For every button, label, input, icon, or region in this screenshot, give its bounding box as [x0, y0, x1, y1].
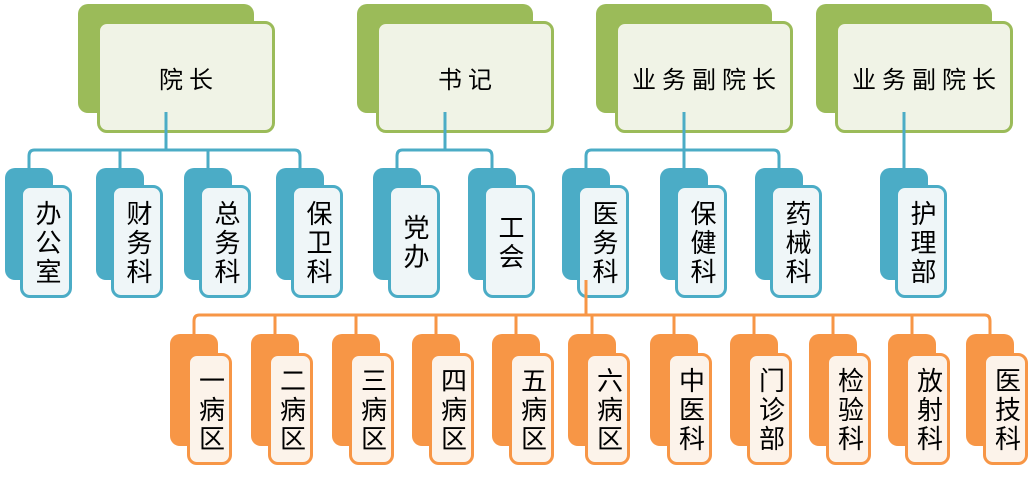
node-label: 五病区 [517, 367, 547, 454]
node-card: 院长 [97, 21, 275, 133]
node-label: 六病区 [593, 367, 623, 454]
node-card: 五病区 [509, 353, 554, 465]
node-label: 财务科 [123, 199, 152, 287]
node-label: 党办 [400, 214, 429, 272]
node-label: 保健科 [687, 199, 716, 287]
node-card: 总务科 [199, 185, 251, 298]
node-card: 业务副院长 [835, 21, 1013, 133]
node-card: 业务副院长 [615, 21, 793, 133]
node-card: 工会 [483, 185, 535, 298]
connector-wards-stubs [273, 315, 914, 335]
node-card: 一病区 [187, 353, 232, 465]
node-label: 放射科 [913, 367, 943, 454]
node-card: 保卫科 [291, 185, 343, 298]
node-card: 护理部 [895, 185, 947, 298]
node-label: 一病区 [195, 367, 225, 454]
node-label: 医技科 [991, 367, 1021, 454]
node-card: 检验科 [826, 353, 871, 465]
node-label: 办公室 [32, 199, 61, 287]
connector-secretary-bus [395, 148, 494, 169]
node-label: 四病区 [437, 367, 467, 454]
node-card: 三病区 [349, 353, 394, 465]
node-card: 办公室 [20, 185, 72, 298]
node-label: 总务科 [211, 199, 240, 287]
node-label: 院长 [159, 67, 219, 94]
connector-wards-bus [192, 313, 992, 335]
node-card: 门诊部 [747, 353, 792, 465]
node-label: 书记 [438, 67, 498, 94]
node-label: 医务科 [589, 199, 618, 287]
node-label: 业务副院长 [852, 67, 1002, 94]
node-label: 药械科 [782, 199, 811, 287]
node-label: 三病区 [357, 367, 387, 454]
node-card: 二病区 [268, 353, 313, 465]
node-card: 保健科 [675, 185, 727, 298]
node-label: 护理部 [907, 199, 936, 287]
node-card: 党办 [388, 185, 440, 298]
node-label: 业务副院长 [632, 67, 782, 94]
node-card: 六病区 [585, 353, 630, 465]
connector-vice-president-1-bus [584, 148, 781, 169]
connector-director-bus [27, 148, 302, 169]
node-card: 书记 [376, 21, 554, 133]
node-label: 工会 [495, 214, 524, 272]
node-label: 检验科 [834, 367, 864, 454]
node-card: 药械科 [770, 185, 822, 298]
node-label: 中医科 [675, 367, 705, 454]
node-card: 财务科 [111, 185, 163, 298]
node-card: 医务科 [577, 185, 629, 298]
node-card: 医技科 [983, 353, 1028, 465]
node-card: 放射科 [905, 353, 950, 465]
node-card: 四病区 [429, 353, 474, 465]
node-label: 保卫科 [303, 199, 332, 287]
node-label: 门诊部 [755, 367, 785, 454]
node-card: 中医科 [667, 353, 712, 465]
node-label: 二病区 [276, 367, 306, 454]
